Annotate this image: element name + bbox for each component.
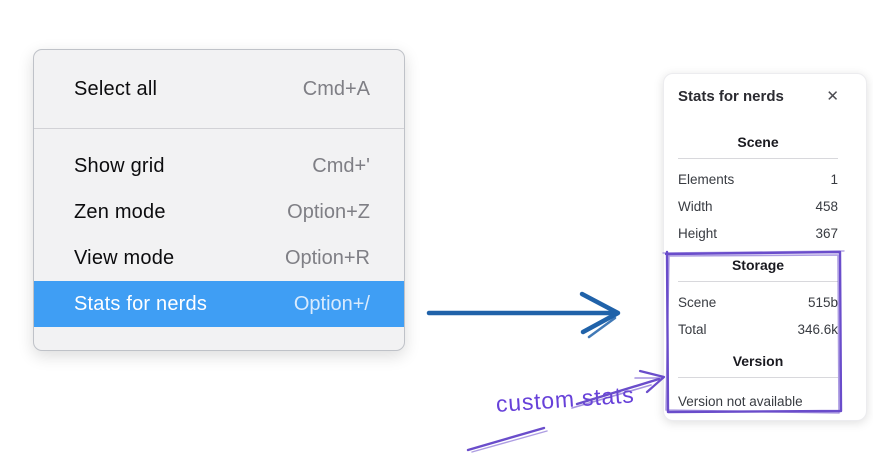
stat-value: 1 [830,172,838,187]
menu-item-label: View mode [74,246,175,269]
stat-label: Height [678,226,718,241]
section-divider [678,377,838,378]
menu-item-show-grid[interactable]: Show grid Cmd+' [34,143,404,189]
section-heading-scene: Scene [737,134,779,150]
flow-arrow-icon [426,291,621,339]
stat-value: 515b [807,295,838,310]
section-heading-version: Version [732,353,784,369]
menu-item-label: Show grid [74,154,165,177]
menu-item-shortcut: Option+Z [287,200,370,223]
menu-divider [34,128,404,129]
stat-value: 458 [815,199,838,214]
close-icon[interactable]: ✕ [826,87,839,105]
stats-panel-header: Stats for nerds ✕ [677,86,853,106]
menu-item-shortcut: Cmd+' [312,154,370,177]
stat-row-elements: Elements 1 [678,166,838,193]
stat-row-width: Width 458 [678,193,838,220]
menu-item-label: Stats for nerds [74,292,208,315]
menu-item-label: Select all [74,77,158,100]
menu-item-label: Zen mode [74,200,166,223]
stats-panel: Stats for nerds ✕ Scene Elements 1 Width… [663,73,867,421]
annotation-custom-stats-label: custom stats [495,381,636,417]
stat-label: Width [678,199,713,214]
section-divider [678,158,838,159]
annotation-tail-line [466,426,548,453]
context-menu: Select all Cmd+A Show grid Cmd+' Zen mod… [33,49,405,351]
stat-label: Total [678,322,707,337]
stat-label: Elements [678,172,735,187]
stat-row-height: Height 367 [678,220,838,247]
menu-item-stats-for-nerds[interactable]: Stats for nerds Option+/ [34,281,404,327]
menu-item-zen-mode[interactable]: Zen mode Option+Z [34,189,404,235]
section-divider [678,281,838,282]
stat-label: Scene [678,295,717,310]
stat-row-scene-size: Scene 515b [678,289,838,316]
stat-value: 346.6k [797,322,838,337]
stat-value: 367 [815,226,838,241]
menu-item-view-mode[interactable]: View mode Option+R [34,235,404,281]
version-note: Version not available [678,394,803,409]
section-heading-storage: Storage [731,257,785,273]
menu-item-shortcut: Option+R [284,246,370,269]
stats-panel-title: Stats for nerds [678,87,784,105]
menu-section-top: Select all Cmd+A [34,50,404,128]
stat-row-total-size: Total 346.6k [678,316,838,343]
stats-panel-body: Scene Elements 1 Width 458 Height 367 St… [678,134,838,415]
menu-item-shortcut: Option+/ [293,292,370,315]
menu-section-bottom: Show grid Cmd+' Zen mode Option+Z View m… [34,129,404,349]
menu-item-shortcut: Cmd+A [302,77,370,100]
menu-item-select-all[interactable]: Select all Cmd+A [34,78,404,101]
